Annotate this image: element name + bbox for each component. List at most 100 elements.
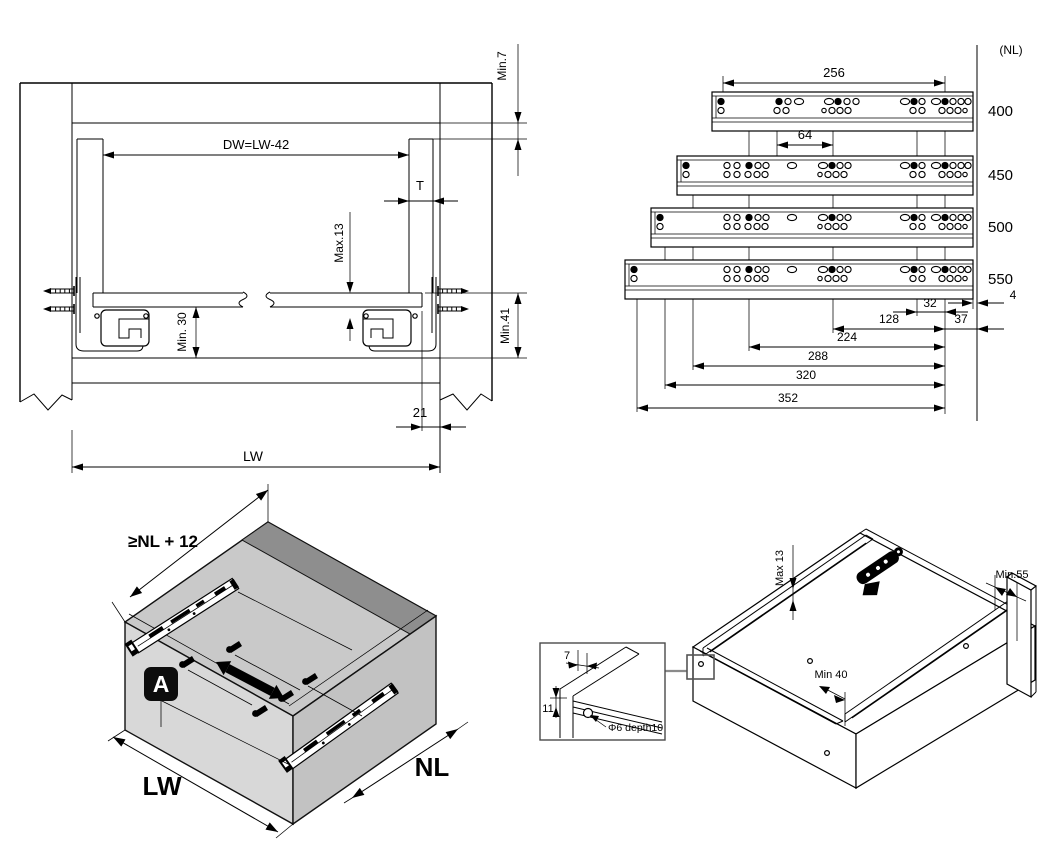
dim-320-label: 320 (796, 368, 816, 382)
mounting-hole (918, 213, 926, 222)
pilot-holes (697, 642, 969, 756)
mounting-hole (723, 213, 731, 222)
mounting-hole (723, 161, 731, 170)
dim-depth-label: ≥NL + 12 (128, 532, 198, 551)
mounting-hole (930, 213, 942, 222)
dim-min41-label: Min.41 (498, 308, 512, 344)
mounting-hole (733, 213, 741, 222)
slide-rail-right-profile (362, 277, 437, 352)
dim-min40-label: Min 40 (814, 669, 847, 681)
mounting-hole (844, 213, 852, 222)
mounting-hole (946, 106, 954, 115)
drawer-iso-panel: Max 13 Min.55 Min 40 (539, 528, 1038, 790)
mounted-slide-left (124, 577, 240, 657)
mounting-hole (744, 222, 752, 231)
mounting-hole (682, 161, 690, 170)
mounting-hole (949, 97, 957, 106)
mounting-hole (918, 170, 926, 179)
dim-224: 224 (749, 330, 945, 351)
dim-max13-label: Max.13 (332, 223, 346, 263)
mounting-hole (630, 274, 638, 283)
latch-mechanism (856, 547, 903, 596)
dim-nl-iso: NL (343, 721, 469, 804)
mounting-hole (918, 265, 926, 274)
mounting-hole (762, 161, 770, 170)
slide-rail-left-profile (75, 277, 150, 352)
mounting-hole (918, 106, 926, 115)
slide-550: 550 (624, 259, 1013, 300)
dim-256: 256 (723, 65, 945, 87)
mounting-hole (918, 274, 926, 283)
dim-min7-label: Min.7 (495, 51, 509, 81)
mounting-hole (786, 161, 798, 170)
mounting-hole (949, 161, 957, 170)
mounting-hole (832, 222, 840, 231)
mounting-hole (761, 274, 769, 283)
mounting-hole (630, 265, 638, 274)
mounting-hole (844, 106, 852, 115)
left-runner-bar (702, 534, 874, 657)
mounting-hole (938, 274, 946, 283)
mounting-hole (817, 275, 823, 282)
mounting-hole (910, 213, 918, 222)
mounting-hole (817, 213, 829, 222)
detail-hole-label: Φ6 depth10 (608, 722, 663, 734)
mounting-hole (954, 170, 962, 179)
mounting-hole (745, 213, 753, 222)
dim-4-label: 4 (1010, 288, 1017, 302)
dim-dw: DW=LW-42 (103, 137, 409, 159)
dim-37-label: 37 (954, 312, 968, 326)
mounted-slide-right (278, 682, 399, 773)
slide-400: 400 (711, 91, 1013, 132)
dim-min41: Min.41 (425, 292, 527, 359)
mounting-hole (964, 97, 972, 106)
mounting-hole (957, 265, 965, 274)
screw-icon (43, 286, 75, 296)
dim-t-label: T (416, 178, 424, 193)
dim-lw-section: LW (71, 430, 440, 473)
detail-callout-link (665, 654, 715, 680)
loose-screws (151, 591, 363, 765)
mounting-hole (918, 161, 926, 170)
slide-lengths-panel: (NL) 400 450 500 (624, 43, 1023, 421)
screw-icon (437, 304, 469, 314)
mounting-hole (817, 161, 829, 170)
dim-128-37: 128 37 (833, 312, 1004, 333)
mounting-hole (844, 265, 852, 274)
mounting-hole (840, 274, 848, 283)
dim-64-label: 64 (798, 127, 812, 142)
slide-500-label: 500 (988, 219, 1013, 236)
dim-min30: Min. 30 (175, 307, 200, 358)
dim-21-label: 21 (413, 405, 427, 420)
mounting-hole (909, 222, 917, 231)
cabinet-outline (19, 82, 493, 473)
drawer-bottom-shelf (92, 291, 423, 308)
mounting-hole (723, 222, 731, 231)
mounting-hole (941, 265, 949, 274)
mounting-hole (823, 97, 835, 106)
mounting-screws (43, 286, 469, 314)
mounting-hole (843, 97, 851, 106)
mounting-hole (773, 106, 781, 115)
mounting-hole (733, 265, 741, 274)
dim-max13-iso: Max 13 (774, 545, 797, 620)
mounting-hole (909, 170, 917, 179)
detail-dim-7-label: 7 (564, 650, 570, 662)
mounting-hole (938, 222, 946, 231)
front-edge-rim (699, 647, 844, 725)
dim-4: 4 (948, 288, 1017, 307)
mounting-hole (946, 274, 954, 283)
detail-inset: 7 11 Φ6 depth10 (539, 642, 666, 741)
insert-direction-arrow (216, 661, 284, 699)
mounting-hole (745, 161, 753, 170)
mounting-hole (930, 265, 942, 274)
mounting-hole (733, 161, 741, 170)
mounting-hole (828, 265, 836, 274)
mounting-hole (949, 265, 957, 274)
mounting-hole (836, 106, 844, 115)
mounting-hole (824, 274, 832, 283)
slide-450: 450 (676, 155, 1013, 196)
mounting-hole (817, 171, 823, 178)
mounting-hole (954, 222, 962, 231)
